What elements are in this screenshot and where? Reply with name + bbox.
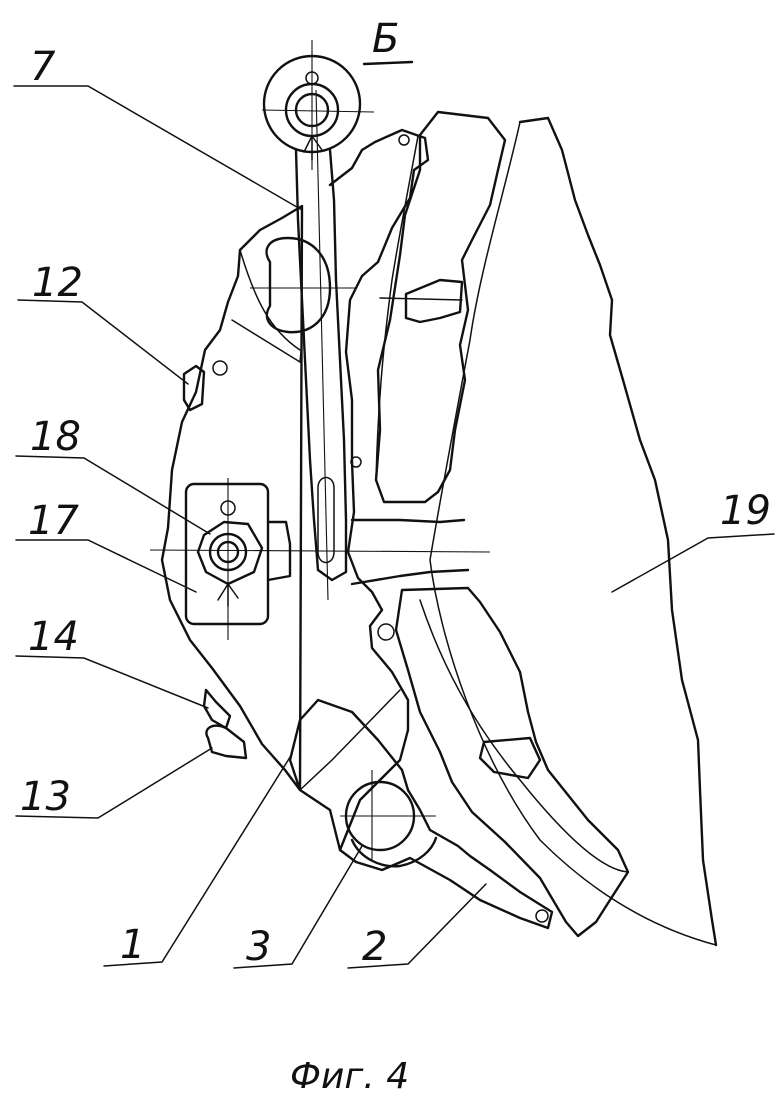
part-1-edge-line [239,249,301,351]
view-label-underline [362,60,414,66]
part-17-side-tab [266,520,292,582]
part-19-inner-contour [429,121,717,946]
leader-12 [17,299,189,385]
label-19: 19 [720,488,771,534]
part-12-bolt [212,360,228,376]
leader-1 [103,753,293,967]
upper-wedge [404,278,464,324]
label-7: 7 [30,44,56,90]
part-18-nut-hex [196,520,264,586]
leader-17 [15,539,197,593]
part-17-plate [184,482,270,626]
label-1: 1 [120,922,145,968]
lower-shoe-edge [419,599,629,873]
leader-7 [13,85,303,211]
part-7-axis [315,89,329,601]
part-1-split-line [231,319,401,791]
central-axis [149,549,491,553]
lower-shoe-bolt [377,623,395,641]
upper-shoe-edge [375,135,419,481]
leader-14 [15,655,209,709]
label-14: 14 [28,614,79,660]
lower-shoe [394,586,630,938]
part-1-lever-body [160,128,554,930]
link-eye-lock [303,135,323,161]
view-label: Б [372,16,399,62]
part-12-bracket [182,364,206,412]
part-7-link-arm [294,148,348,582]
leader-2 [347,883,487,969]
central-strut [350,518,470,586]
leader-18 [15,455,211,535]
part-13-detail [205,724,248,760]
leader-13 [15,747,213,819]
upper-shoe-bolt [398,134,410,146]
label-13: 13 [20,774,71,820]
lower-wedge [478,736,542,780]
figure-caption: Фиг. 4 [290,1056,409,1097]
lower-hinge-boss-ring [350,836,438,868]
label-2: 2 [362,924,387,970]
leader-19 [611,533,775,593]
label-12: 12 [32,260,83,306]
part-14-detail [202,688,232,730]
label-18: 18 [30,414,81,460]
link-eye-axis-h [261,109,375,113]
label-3: 3 [246,924,271,970]
mid-bolt [350,456,362,468]
label-17: 17 [28,498,79,544]
bottom-bolt [535,909,549,923]
upper-wedge-line [379,297,463,301]
part-7-arm-slot [317,476,335,564]
part-19-body [518,116,718,947]
upper-shoe [374,110,507,504]
leader-3 [233,845,363,969]
